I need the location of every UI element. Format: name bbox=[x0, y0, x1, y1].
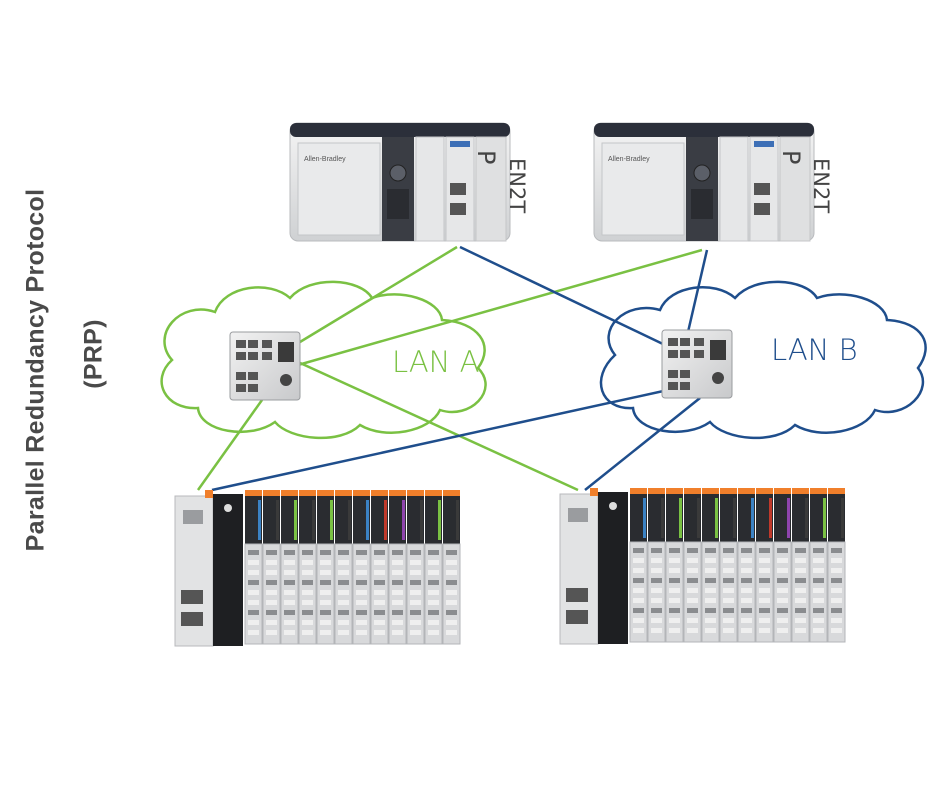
controller-chassis-1: Allen-Bradley bbox=[289, 122, 511, 242]
svg-text:Allen-Bradley: Allen-Bradley bbox=[304, 156, 346, 163]
io-module bbox=[683, 488, 702, 643]
lan-a-link-switch-io2 bbox=[297, 360, 579, 492]
lan-b-link-switch-io1 bbox=[211, 388, 669, 492]
io-module bbox=[647, 488, 666, 643]
io-module bbox=[701, 488, 720, 643]
io-module bbox=[442, 490, 461, 645]
io-rack-2 bbox=[559, 488, 846, 645]
io-rack-1 bbox=[174, 490, 461, 647]
lan-b-link-switch-io2 bbox=[584, 397, 701, 491]
lan-b-link-switch-controller2 bbox=[686, 249, 709, 333]
io-module bbox=[370, 490, 389, 645]
lan-a-label: LAN A bbox=[392, 345, 479, 379]
lan-b-switch-icon bbox=[661, 329, 733, 399]
io-module bbox=[737, 488, 756, 643]
io-module bbox=[809, 488, 828, 643]
lan-a-link-switch-controller1 bbox=[294, 245, 458, 347]
io-modules bbox=[244, 490, 461, 645]
lan-a-link-switch-controller2 bbox=[297, 248, 703, 367]
io-module bbox=[406, 490, 425, 645]
io-module bbox=[298, 490, 317, 645]
io-module bbox=[755, 488, 774, 643]
io-module bbox=[827, 488, 846, 643]
io-module bbox=[388, 490, 407, 645]
lan-b-label: LAN B bbox=[771, 333, 858, 367]
io-module bbox=[719, 488, 738, 643]
io-module bbox=[352, 490, 371, 645]
lan-a-link-switch-io1 bbox=[196, 399, 264, 491]
io-module bbox=[316, 490, 335, 645]
lan-a-cloud-icon bbox=[160, 280, 487, 440]
io-module bbox=[791, 488, 810, 643]
io-module bbox=[424, 490, 443, 645]
io-module bbox=[244, 490, 263, 645]
io-module bbox=[773, 488, 792, 643]
io-module bbox=[262, 490, 281, 645]
controller-chassis-2: Allen-Bradley bbox=[593, 122, 815, 242]
io-module bbox=[280, 490, 299, 645]
controller-1-module-p-label: P bbox=[472, 150, 500, 164]
io-module bbox=[629, 488, 648, 643]
io-modules bbox=[629, 488, 846, 643]
lan-a-switch-icon bbox=[229, 331, 301, 401]
controller-1-module-en2t-label: EN2T bbox=[505, 158, 529, 213]
io-module bbox=[665, 488, 684, 643]
svg-text:Allen-Bradley: Allen-Bradley bbox=[608, 156, 650, 163]
controller-2-module-en2t-label: EN2T bbox=[809, 158, 833, 213]
lan-b-link-switch-controller1 bbox=[459, 245, 666, 347]
controller-2-module-p-label: P bbox=[777, 150, 805, 164]
lan-b-cloud-icon bbox=[599, 280, 927, 440]
io-module bbox=[334, 490, 353, 645]
